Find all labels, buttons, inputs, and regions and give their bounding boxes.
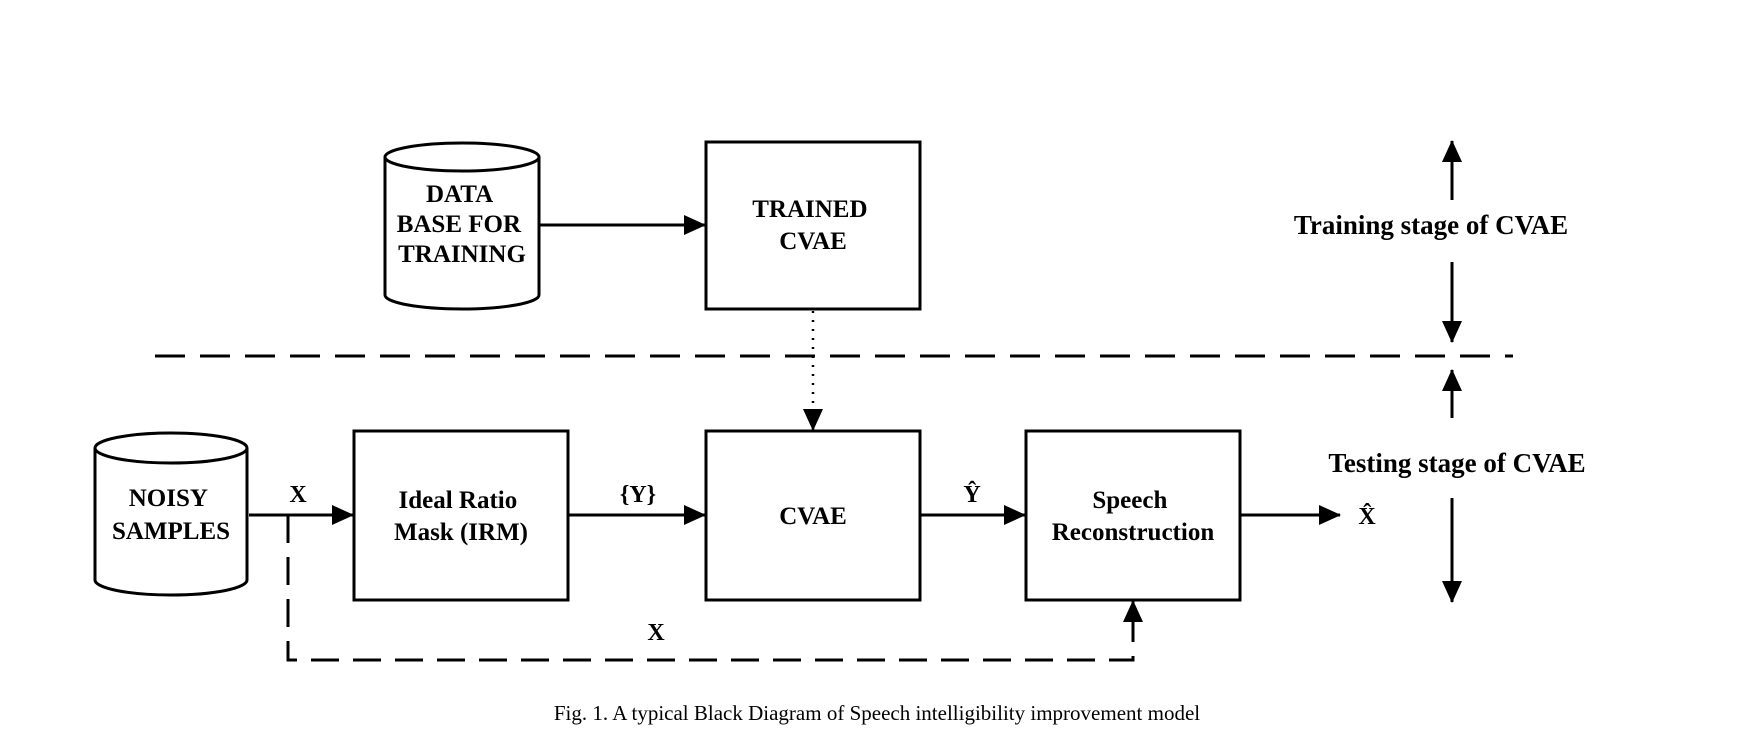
label-y-hat: Ŷ <box>963 481 980 508</box>
speech-label: Speech Reconstruction <box>1052 487 1215 546</box>
label-x-bypass: X <box>647 620 665 646</box>
database-cylinder <box>383 141 541 311</box>
noisy-cylinder <box>93 431 249 597</box>
dashed-bypass-line <box>286 515 1135 662</box>
trained-cvae-label: TRAINED CVAE <box>752 196 874 255</box>
cvae-label: CVAE <box>779 503 847 530</box>
irm-box <box>352 429 570 602</box>
irm-label: Ideal Ratio Mask (IRM) <box>394 487 528 546</box>
speech-box <box>1024 429 1242 602</box>
label-x-input: X <box>289 482 307 508</box>
label-y-set: {Y} <box>620 482 656 508</box>
figure-caption: Fig. 1. A typical Black Diagram of Speec… <box>554 701 1200 725</box>
label-x-hat: X̂ <box>1358 503 1376 530</box>
database-label: DATA BASE FOR TRAINING <box>397 181 528 268</box>
training-stage-label: Training stage of CVAE <box>1294 210 1568 240</box>
trained-cvae-box <box>704 140 922 311</box>
testing-stage-label: Testing stage of CVAE <box>1328 448 1585 478</box>
noisy-label: NOISY SAMPLES <box>112 485 230 545</box>
